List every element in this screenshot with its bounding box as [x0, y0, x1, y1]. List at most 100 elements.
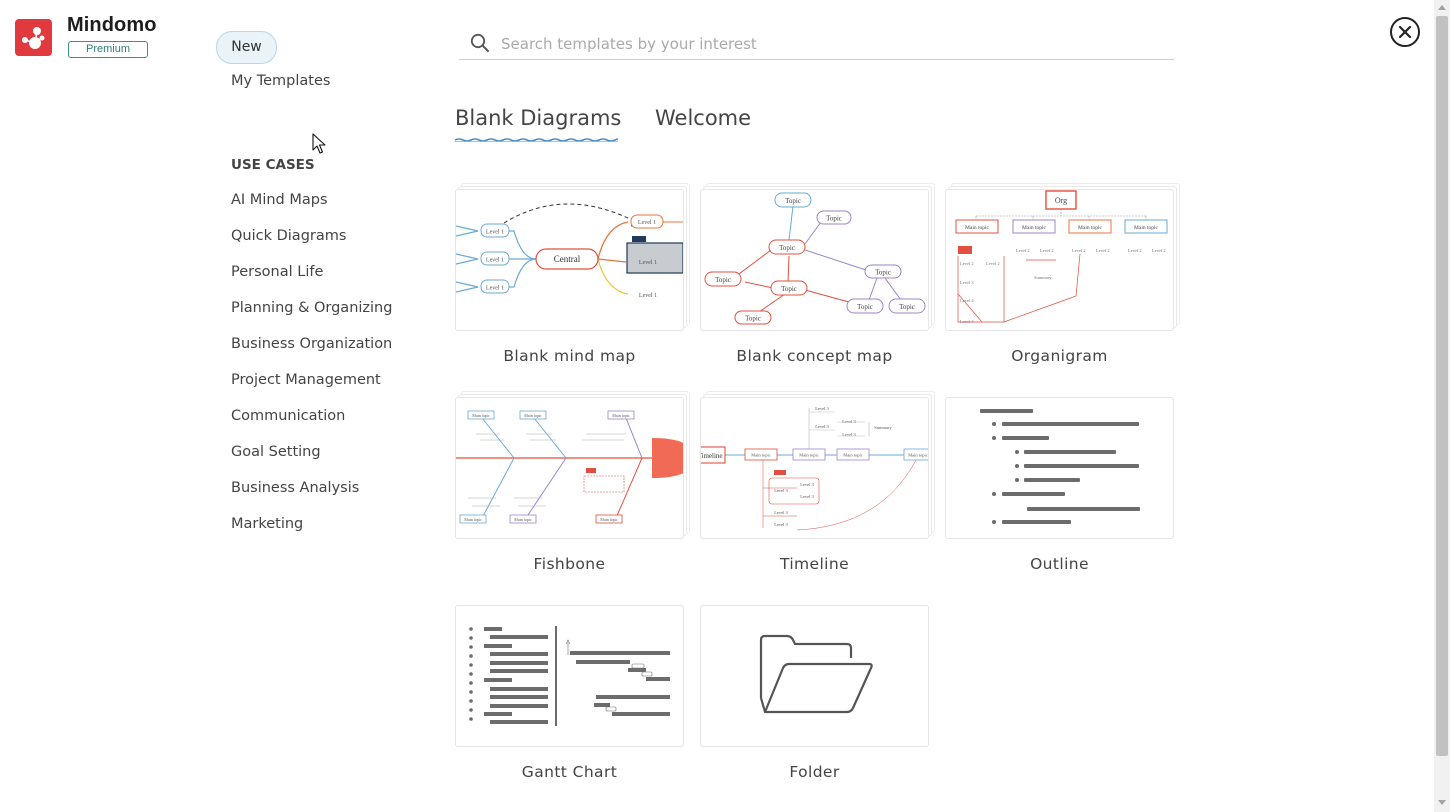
- mindmap-level-label: Level 1: [486, 286, 504, 292]
- use-case-item[interactable]: Personal Life: [231, 264, 324, 280]
- template-label: Folder: [789, 763, 840, 781]
- timeline-level-label: Level 3: [842, 432, 856, 437]
- template-thumbnail: [700, 605, 929, 747]
- timeline-topic-label: Main topic: [799, 453, 819, 458]
- tab-blank-diagrams[interactable]: Blank Diagrams: [455, 106, 622, 130]
- template-thumbnail: Org Main topic Main topic Main topic Mai…: [945, 189, 1174, 331]
- use-case-item[interactable]: Business Organization: [231, 336, 393, 352]
- template-thumbnail: [945, 397, 1174, 539]
- timeline-topic-label: Main topic: [751, 453, 771, 458]
- timeline-level-label: Level 3: [842, 419, 856, 424]
- org-level-label: Level 2: [1072, 248, 1086, 253]
- template-label: Outline: [1030, 555, 1089, 573]
- concept-node-label: Topic: [715, 276, 731, 284]
- timeline-topic-label: Main topic: [843, 453, 863, 458]
- template-label: Blank mind map: [503, 347, 636, 365]
- org-main-topic-label: Main topic: [1134, 225, 1159, 231]
- mindmap-level-label: Level 1: [486, 230, 504, 236]
- brand-name: Mindomo: [67, 14, 157, 36]
- template-label: Gantt Chart: [521, 763, 618, 781]
- use-cases-heading: USE CASES: [231, 157, 315, 173]
- timeline-level-label: Level 3: [774, 488, 788, 493]
- mindmap-level-label: Level 1: [486, 258, 504, 264]
- template-thumbnail: Level 1 Level 1 Level 1 Central Level 1 …: [455, 189, 684, 331]
- use-case-item[interactable]: Communication: [231, 408, 346, 424]
- mindmap-level-label: Level 1: [639, 293, 657, 299]
- template-label: Timeline: [779, 555, 850, 573]
- concept-node-label: Topic: [875, 269, 891, 277]
- org-level-label: Level 2: [1152, 248, 1166, 253]
- org-main-topic-label: Main topic: [1022, 225, 1047, 231]
- concept-node-label: Topic: [781, 285, 797, 293]
- org-level-label: Level 4: [960, 298, 974, 303]
- close-button[interactable]: [1390, 17, 1420, 47]
- fishbone-topic-label: Main topic: [472, 413, 490, 418]
- fishbone-topic-label: Main topic: [612, 413, 630, 418]
- org-level-label: Level 2: [1096, 248, 1110, 253]
- concept-node-label: Topic: [745, 315, 761, 323]
- concept-node-label: Topic: [785, 197, 801, 205]
- use-cases-list: AI Mind Maps Quick Diagrams Personal Lif…: [231, 190, 392, 550]
- fishbone-topic-label: Main topic: [464, 517, 482, 522]
- premium-badge: Premium: [68, 41, 148, 58]
- scroll-up-arrow[interactable]: [1438, 5, 1446, 10]
- org-main-topic-label: Main topic: [1078, 225, 1103, 231]
- use-case-item[interactable]: Business Analysis: [231, 480, 360, 496]
- mouse-cursor-icon: [312, 133, 326, 154]
- concept-node-label: Topic: [779, 244, 795, 252]
- org-root-label: Org: [1055, 196, 1067, 205]
- template-label: Blank concept map: [736, 347, 893, 365]
- timeline-summary-label: Summary: [874, 425, 892, 430]
- close-icon: [1398, 25, 1412, 39]
- use-case-item[interactable]: Planning & Organizing: [231, 300, 393, 316]
- search-input[interactable]: [499, 28, 1163, 60]
- org-main-topic-label: Main topic: [965, 225, 990, 231]
- my-templates-link[interactable]: My Templates: [231, 73, 331, 89]
- scrollbar-thumb[interactable]: [1436, 16, 1448, 756]
- search-bar: [459, 28, 1174, 60]
- tab-welcome[interactable]: Welcome: [655, 106, 752, 130]
- folder-icon: [759, 634, 873, 714]
- org-level-label: Level 2: [1016, 248, 1030, 253]
- org-level-label: Level 2: [960, 261, 974, 266]
- mindmap-level-label: Level 1: [639, 260, 657, 266]
- template-thumbnail: Timeline Main topic Main topic Main topi…: [700, 397, 929, 539]
- timeline-level-label: Level 3: [800, 494, 814, 499]
- mindmap-level-label: Level 1: [638, 220, 656, 226]
- org-level-label: Level 2: [1128, 248, 1142, 253]
- mindmap-central-label: Central: [554, 254, 581, 264]
- search-icon: [470, 33, 490, 57]
- org-level-label: Level 4: [960, 319, 974, 324]
- concept-node-label: Topic: [899, 303, 915, 311]
- timeline-level-label: Level 3: [800, 482, 814, 487]
- fishbone-topic-label: Main topic: [600, 517, 618, 522]
- use-case-item[interactable]: AI Mind Maps: [231, 192, 328, 208]
- timeline-level-label: Level 3: [774, 510, 788, 515]
- template-label: Fishbone: [533, 555, 606, 573]
- timeline-level-label: Level 3: [815, 424, 829, 429]
- fishbone-topic-label: Main topic: [524, 413, 542, 418]
- fishbone-topic-label: Main topic: [514, 517, 532, 522]
- scroll-down-arrow[interactable]: [1438, 800, 1446, 805]
- org-level-label: Level 2: [1040, 248, 1054, 253]
- concept-node-label: Topic: [826, 215, 842, 223]
- template-thumbnail: Main topic Main topic Main topic Main to…: [455, 397, 684, 539]
- use-case-item[interactable]: Marketing: [231, 516, 304, 532]
- org-level-label: Level 2: [986, 261, 1000, 266]
- template-label: Organigram: [1011, 347, 1108, 365]
- timeline-topic-label: Main topic: [908, 453, 928, 458]
- use-case-item[interactable]: Goal Setting: [231, 444, 321, 460]
- use-case-item[interactable]: Quick Diagrams: [231, 228, 347, 244]
- timeline-start-label: Timeline: [701, 452, 723, 460]
- org-summary-label: Summary: [1034, 275, 1052, 280]
- timeline-level-label: Level 3: [774, 522, 788, 527]
- mindomo-logo-icon: [15, 19, 52, 56]
- timeline-level-label: Level 3: [815, 406, 829, 411]
- use-case-item[interactable]: Project Management: [231, 372, 381, 388]
- template-thumbnail: [455, 605, 684, 747]
- template-thumbnail: Topic Topic Topic Topic Topic Topic Topi…: [700, 189, 929, 331]
- active-tab-underline: [455, 138, 618, 142]
- concept-node-label: Topic: [857, 303, 873, 311]
- org-level-label: Level 3: [960, 280, 974, 285]
- new-button[interactable]: New: [216, 31, 277, 64]
